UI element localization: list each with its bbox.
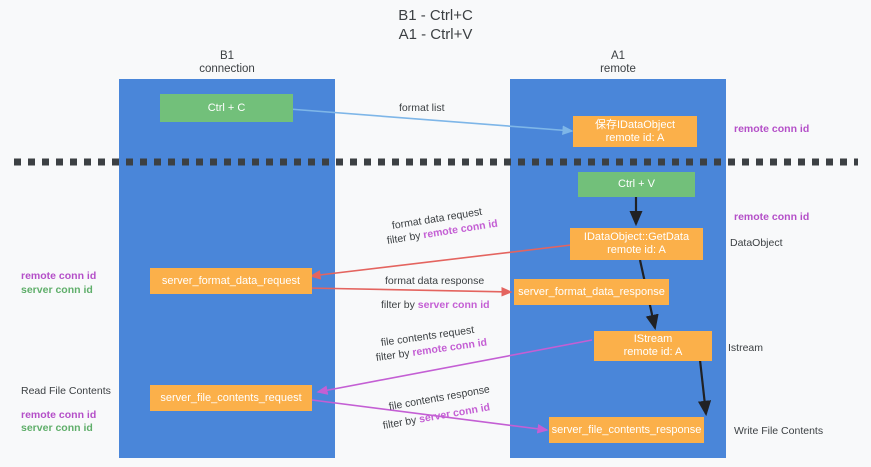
page-title: B1 - Ctrl+C A1 - Ctrl+V	[398, 7, 473, 43]
filter-key-server-conn-id: server conn id	[417, 299, 490, 311]
edge-istream-down	[697, 359, 712, 417]
left-label-read-file-contents: Read File Contents	[21, 385, 111, 397]
node-server-file-contents-request[interactable]: server_file_contents_request	[150, 385, 312, 411]
left-label-server-conn-id: server conn id	[21, 284, 93, 296]
right-label-dataobject: DataObject	[730, 237, 783, 249]
node-server-format-data-request[interactable]: server_format_data_request	[150, 268, 312, 294]
filter-prefix: filter by	[386, 229, 425, 247]
node-server-file-contents-response[interactable]: server_file_contents_response	[549, 417, 704, 443]
left-label-remote-conn-id: remote conn id	[21, 270, 97, 282]
filter-prefix: filter by	[375, 346, 414, 364]
column-header-a1-remote: A1 remote	[600, 50, 636, 75]
edge-format-data-request	[309, 244, 572, 280]
edge-label-format-data-response-filter: filter by server conn id	[381, 298, 490, 312]
right-label-write-file-contents: Write File Contents	[734, 425, 824, 437]
filter-prefix: filter by	[381, 413, 421, 432]
column-header-b1-connection: B1 connection	[199, 50, 255, 75]
right-label-istream: Istream	[728, 342, 764, 354]
left-label-server-conn-id-2: server conn id	[21, 422, 93, 434]
left-label-remote-conn-id-2: remote conn id	[21, 409, 97, 421]
edge-label-format-list: format list	[399, 102, 445, 114]
node-ctrl-v[interactable]: Ctrl + V	[578, 172, 695, 197]
node-server-format-data-response[interactable]: server_format_data_response	[514, 279, 669, 305]
filter-prefix: filter by	[381, 299, 418, 311]
right-label-remote-conn-id-top: remote conn id	[734, 123, 810, 135]
right-label-remote-conn-id-mid: remote conn id	[734, 211, 810, 223]
node-save-idataobject[interactable]: 保存IDataObject remote id: A	[573, 116, 697, 147]
node-idataobject-getdata[interactable]: IDataObject::GetData remote id: A	[570, 228, 703, 260]
edge-label-format-data-response: format data response	[385, 275, 485, 287]
node-ctrl-c[interactable]: Ctrl + C	[160, 94, 293, 122]
edge-format-data-response	[306, 287, 513, 297]
node-istream[interactable]: IStream remote id: A	[594, 331, 712, 361]
